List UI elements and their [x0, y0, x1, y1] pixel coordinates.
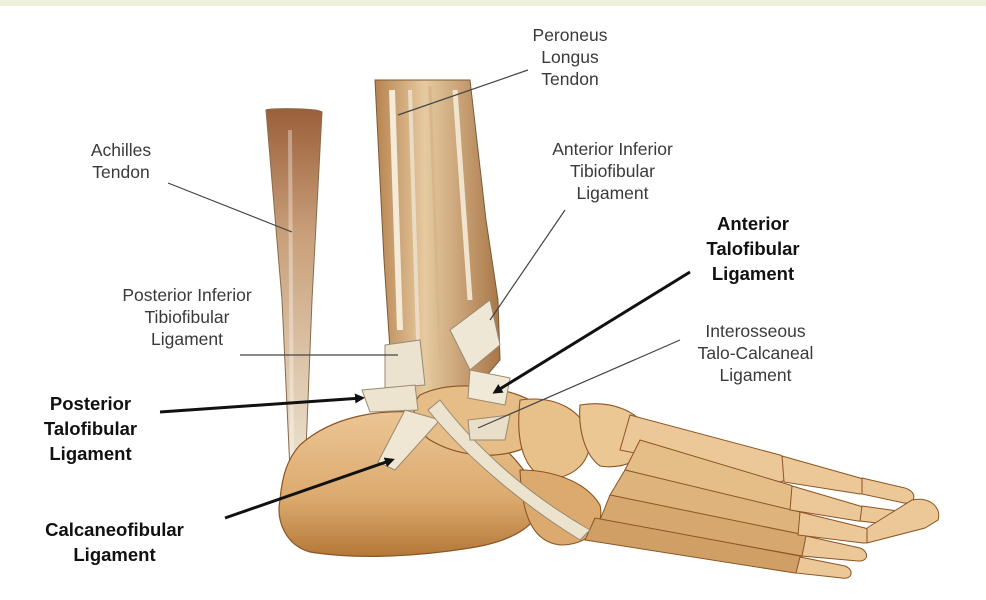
interosseous-lig	[468, 415, 510, 440]
label-achilles-tendon: Achilles Tendon	[66, 139, 176, 183]
label-peroneus-longus-tendon: Peroneus Longus Tendon	[515, 24, 625, 90]
label-anterior-inferior-tibiofibular-ligament: Anterior Inferior Tibiofibular Ligament	[520, 138, 705, 204]
posterior-inferior-tibiofibular-lig	[385, 340, 425, 388]
phalanges	[782, 456, 939, 578]
label-anterior-talofibular-ligament: Anterior Talofibular Ligament	[683, 211, 823, 286]
label-posterior-inferior-tibiofibular-ligament: Posterior Inferior Tibiofibular Ligament	[92, 284, 282, 350]
label-posterior-talofibular-ligament: Posterior Talofibular Ligament	[18, 391, 163, 466]
label-calcaneofibular-ligament: Calcaneofibular Ligament	[12, 517, 217, 567]
posterior-talofibular-lig	[362, 385, 418, 412]
label-interosseous-talo-calcaneal-ligament: Interosseous Talo-Calcaneal Ligament	[668, 320, 843, 386]
